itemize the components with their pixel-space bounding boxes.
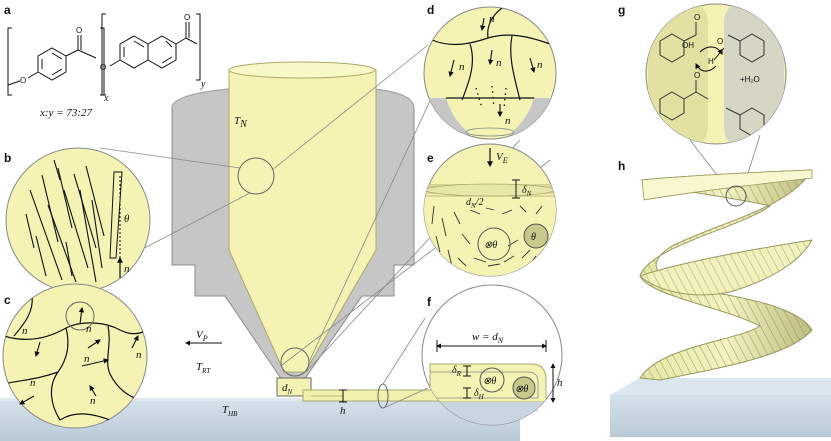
panel-e-zoom [423, 143, 557, 277]
oxygen-atom: O [694, 71, 700, 80]
orientation-symbol: ⊗θ [515, 384, 528, 395]
orientation-symbol: ⊗θ [484, 240, 497, 251]
oxygen-atom: O [76, 26, 82, 35]
hydrogen-atom: H [708, 57, 714, 66]
panel-h-helix [610, 134, 831, 437]
director-label: n [496, 57, 502, 69]
oxygen-atom: O [184, 13, 190, 22]
height-label: h [557, 377, 563, 389]
oxygen-atom: O [694, 13, 700, 22]
oxygen-atom: O [717, 37, 723, 46]
panel-label-a: a [4, 3, 11, 17]
director-label: n [537, 59, 543, 71]
nozzle-diameter-label: dN [282, 382, 293, 396]
tilt-angle-label: θ [124, 213, 130, 225]
subscript-y: y [200, 79, 206, 90]
director-label: n [505, 115, 511, 127]
extrusion-speed-label: VE [496, 151, 508, 165]
skin-thickness-label: δN [522, 185, 532, 198]
director-label: n [84, 353, 90, 365]
director-label: n [30, 377, 36, 389]
oxygen-atom: O [20, 76, 26, 85]
panel-a [7, 13, 201, 96]
half-diameter-label: dN/2 [466, 197, 483, 210]
water-byproduct: +H₂O [740, 75, 760, 84]
panel-label-h: h [618, 159, 625, 173]
director-label: n [124, 263, 130, 275]
panel-label-d: d [427, 3, 434, 17]
panel-d-zoom [423, 6, 557, 140]
director-label: n [459, 61, 465, 73]
panel-label-e: e [427, 151, 434, 165]
panel-label-g: g [618, 3, 625, 17]
nozzle-temp-label: TN [234, 115, 248, 130]
panel-label-c: c [4, 293, 11, 307]
layer-height-label: h [340, 405, 346, 417]
panel-label-f: f [427, 295, 432, 309]
orientation-symbol: θ [531, 232, 536, 243]
print-speed-label: VP [196, 329, 208, 343]
panel-g-zoom [645, 3, 787, 145]
panel-label-b: b [4, 151, 11, 165]
director-label: n [22, 325, 28, 337]
subscript-x: x [103, 93, 109, 104]
director-label: n [90, 395, 96, 407]
director-label: n [136, 349, 142, 361]
director-label: n [489, 13, 495, 25]
nozzle [59, 9, 551, 409]
hydroxyl-group: OH [682, 41, 694, 50]
panel-b-zoom [5, 147, 151, 293]
skin-thickness-label: δR [452, 365, 462, 378]
composition-ratio: x:y = 73:27 [39, 107, 93, 119]
orientation-symbol: ⊗θ [483, 376, 496, 387]
oxygen-atom: O [100, 63, 106, 72]
room-temp-label: TRT [196, 361, 211, 375]
director-label: n [86, 323, 92, 335]
bed-temp-label: THB [222, 404, 238, 418]
width-label: w = dN [472, 331, 504, 345]
panel-c-zoom [2, 283, 148, 429]
skin-thickness-label: δH [474, 388, 485, 401]
